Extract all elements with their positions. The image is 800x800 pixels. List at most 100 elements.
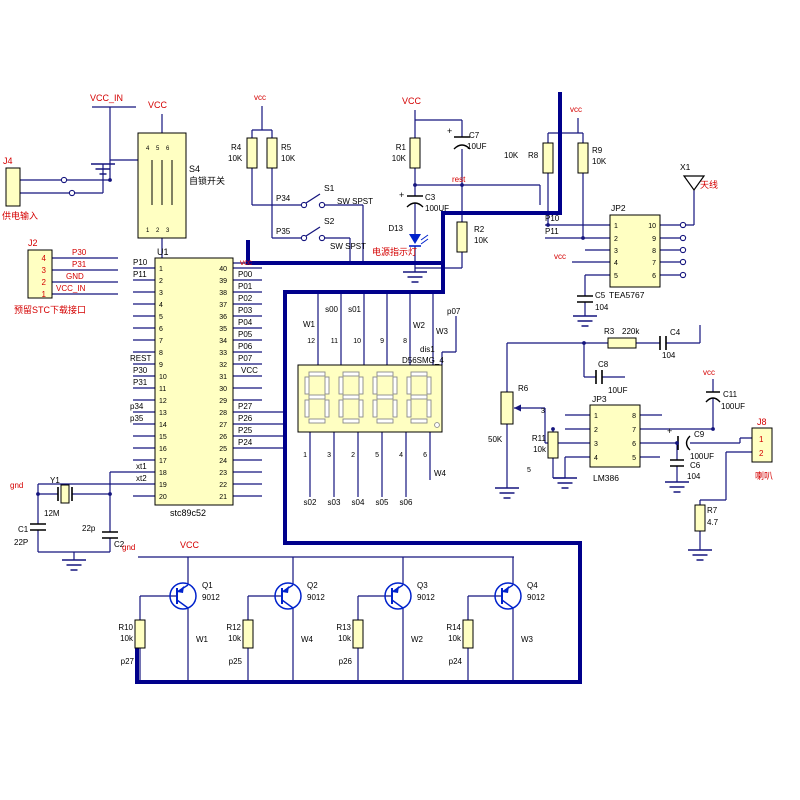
r10-val: 10k bbox=[120, 634, 134, 643]
x1-ref: X1 bbox=[680, 162, 691, 172]
j8-desc: 喇叭 bbox=[755, 470, 773, 481]
c4-val: 104 bbox=[662, 351, 676, 360]
u1-pin-l-14: 14 bbox=[159, 422, 167, 429]
dis1-pin-t-12: 12 bbox=[307, 338, 315, 345]
seven-seg-segment bbox=[372, 376, 378, 395]
u1-pin-l-13: 13 bbox=[159, 410, 167, 417]
r14-ref: R14 bbox=[446, 623, 461, 632]
jp2-pin-r-6: 6 bbox=[652, 273, 656, 280]
net-s01: s01 bbox=[348, 305, 361, 314]
c11-ref: C11 bbox=[723, 390, 738, 399]
seven-seg-segment bbox=[426, 376, 432, 395]
c6-ref: C6 bbox=[690, 461, 701, 470]
jp2-pin-l-2: 2 bbox=[614, 236, 618, 243]
seven-seg-segment bbox=[308, 418, 326, 424]
transistor-icon bbox=[274, 582, 302, 610]
jp2-pin-r-9: 9 bbox=[652, 236, 656, 243]
transistor-emitter-arrow bbox=[282, 586, 289, 593]
j2-net-vccin: VCC_IN bbox=[56, 284, 86, 293]
seven-seg-segment bbox=[304, 376, 310, 395]
c5-val: 104 bbox=[595, 303, 609, 312]
junction-dot bbox=[108, 492, 112, 496]
u1-pin-l-4: 4 bbox=[159, 302, 163, 309]
transistor-emitter-arrow bbox=[177, 586, 184, 593]
u1-net-p10: P10 bbox=[133, 258, 148, 267]
c7-ref: C7 bbox=[469, 131, 480, 140]
net-p34: P34 bbox=[276, 194, 291, 203]
net-p35: P35 bbox=[276, 227, 291, 236]
seven-seg-segment bbox=[410, 371, 428, 377]
jp3-pin-r-7: 7 bbox=[632, 427, 636, 434]
net-w2: W2 bbox=[411, 635, 424, 644]
jp3-pin-l-1: 1 bbox=[594, 413, 598, 420]
u1-pin-l-16: 16 bbox=[159, 446, 167, 453]
seven-seg-segment bbox=[410, 394, 428, 400]
c4-ref: C4 bbox=[670, 328, 681, 337]
u1-pin-r-33: 33 bbox=[219, 350, 227, 357]
y1-ref: Y1 bbox=[50, 476, 60, 485]
j8-box bbox=[751, 427, 773, 463]
r7-ref: R7 bbox=[707, 506, 718, 515]
transistor-emitter-arrow bbox=[392, 586, 399, 593]
u1-net-p06: P06 bbox=[238, 342, 253, 351]
terminal-circle bbox=[300, 201, 308, 209]
j2-net-gnd: GND bbox=[66, 272, 84, 281]
r3-body bbox=[607, 337, 637, 349]
c3-val: 100UF bbox=[425, 204, 449, 213]
r4-val: 10K bbox=[228, 154, 243, 163]
dis1-pin-b-2: 2 bbox=[351, 452, 355, 459]
u1-pin-r-37: 37 bbox=[219, 302, 227, 309]
terminal-circle bbox=[679, 246, 687, 254]
ground-icon bbox=[62, 559, 86, 571]
r6-val: 50K bbox=[488, 435, 503, 444]
net-w4-dis: W4 bbox=[434, 469, 447, 478]
ground-icon bbox=[573, 315, 597, 327]
s2-lever bbox=[305, 226, 321, 237]
q3-val: 9012 bbox=[417, 593, 435, 602]
q2-ref: Q2 bbox=[307, 581, 318, 590]
s1-type: SW SPST bbox=[337, 197, 373, 206]
ground-icon bbox=[665, 481, 689, 493]
u1-pin-r-32: 32 bbox=[219, 362, 227, 369]
u1-pin-r-39: 39 bbox=[219, 278, 227, 285]
terminal-circle bbox=[318, 201, 326, 209]
ground-icon bbox=[495, 487, 519, 499]
u1-net-p34: p34 bbox=[130, 402, 144, 411]
net-gnd-xtal: gnd bbox=[10, 481, 23, 490]
r12-body bbox=[242, 619, 254, 649]
dis1-pin-b-1: 1 bbox=[303, 452, 307, 459]
u1-net-p26: P26 bbox=[238, 414, 253, 423]
labels-layer: VCC_INJ4供电输入J24321P30P31GNDVCC_IN预留STC下载… bbox=[2, 93, 773, 666]
u1-pin-l-10: 10 bbox=[159, 374, 167, 381]
s4-pin-4: 4 bbox=[146, 146, 150, 152]
seven-seg-segment bbox=[324, 376, 330, 395]
junction-dot bbox=[675, 441, 679, 445]
y1-val: 12M bbox=[44, 509, 60, 518]
s4-pin-2: 2 bbox=[156, 228, 160, 234]
s2-ref: S2 bbox=[324, 216, 335, 226]
transistor-circle bbox=[274, 582, 302, 610]
seven-seg-segment bbox=[338, 399, 344, 418]
r8-val: 10K bbox=[504, 151, 519, 160]
d13-ref: D13 bbox=[388, 224, 403, 233]
u1-net-p31: P31 bbox=[133, 378, 148, 387]
s1-ref: S1 bbox=[324, 183, 335, 193]
net-w3-dis: W3 bbox=[436, 327, 449, 336]
junction-dot bbox=[108, 178, 112, 182]
q4-val: 9012 bbox=[527, 593, 545, 602]
r3-val: 220k bbox=[622, 327, 640, 336]
u1-net-p24: P24 bbox=[238, 438, 253, 447]
r9-ref: R9 bbox=[592, 146, 603, 155]
q1-val: 9012 bbox=[202, 593, 220, 602]
r10-ref: R10 bbox=[118, 623, 133, 632]
u1-net-vcc31: VCC bbox=[241, 366, 258, 375]
net-p27: p27 bbox=[121, 657, 135, 666]
u1-net-xt2: xt2 bbox=[136, 474, 147, 483]
terminal-circle bbox=[300, 234, 308, 242]
u1-pin-l-18: 18 bbox=[159, 470, 167, 477]
junction-dot bbox=[36, 492, 40, 496]
r6-wiper-arrow bbox=[514, 404, 521, 412]
s4-pin-1: 1 bbox=[146, 228, 150, 234]
